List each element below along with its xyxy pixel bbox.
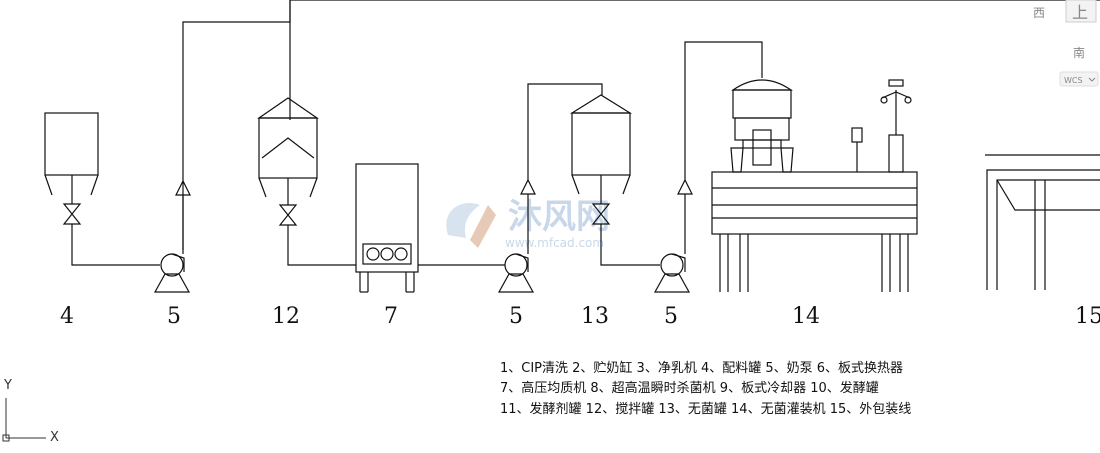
viewcube-south[interactable]: 南 [1073,45,1085,60]
watermark-brand: 沐风网 [508,197,610,237]
legend-line-2: 7、高压均质机 8、超高温瞬时杀菌机 9、板式冷却器 10、发酵罐 [500,380,879,396]
legend: 1、CIP清洗 2、贮奶缸 3、净乳机 4、配料罐 5、奶泵 6、板式换热器 7… [500,360,911,417]
arrow-a [175,179,191,196]
label-filler-14: 14 [792,304,820,329]
label-tank-4: 4 [60,304,74,329]
legend-line-1: 1、CIP清洗 2、贮奶缸 3、净乳机 4、配料罐 5、奶泵 6、板式换热器 [500,360,903,376]
label-pump-c: 5 [664,304,678,329]
valve-13 [591,203,611,225]
arrow-c [677,178,693,195]
packaging-line-15 [985,154,1100,290]
pump-c [653,41,763,293]
viewcube-top[interactable]: 上 [1072,3,1088,22]
tank-4 [44,112,160,266]
pump-b [497,83,603,293]
axis-y-label: Y [3,378,12,393]
label-line-15: 15 [1075,304,1100,329]
viewcube-face[interactable] [1065,0,1097,23]
label-pump-b: 5 [509,304,523,329]
chevron-down-icon[interactable] [1088,77,1096,82]
top-pipe [182,0,1100,250]
label-tank-12: 12 [272,304,300,329]
viewcube[interactable]: 西 上 南 WCS [1033,0,1099,87]
tank-12 [257,97,356,266]
ucs-axis-icon: Y X [2,378,59,445]
label-tank-13: 13 [581,304,609,329]
legend-line-3: 11、发酵剂罐 12、搅拌罐 13、无菌罐 14、无菌灌装机 15、外包装线 [500,401,911,417]
pump-a [153,179,191,293]
equipment-labels: 4 5 12 7 5 13 5 14 15 [60,304,1100,329]
valve-4 [62,203,82,225]
viewcube-west[interactable]: 西 [1033,6,1045,20]
filler-14 [711,79,918,292]
label-homogenizer-7: 7 [384,304,398,329]
homogenizer-7 [355,163,505,293]
arrow-b [520,178,536,195]
wcs-menu[interactable] [1059,71,1099,87]
axis-x-label: X [50,430,59,445]
valve-12 [278,204,298,226]
tank-13 [569,94,660,266]
label-pump-a: 5 [167,304,181,329]
wcs-label[interactable]: WCS [1064,76,1083,85]
watermark-logo-icon [446,203,496,248]
watermark-url: www.mfcad.com [505,236,604,250]
